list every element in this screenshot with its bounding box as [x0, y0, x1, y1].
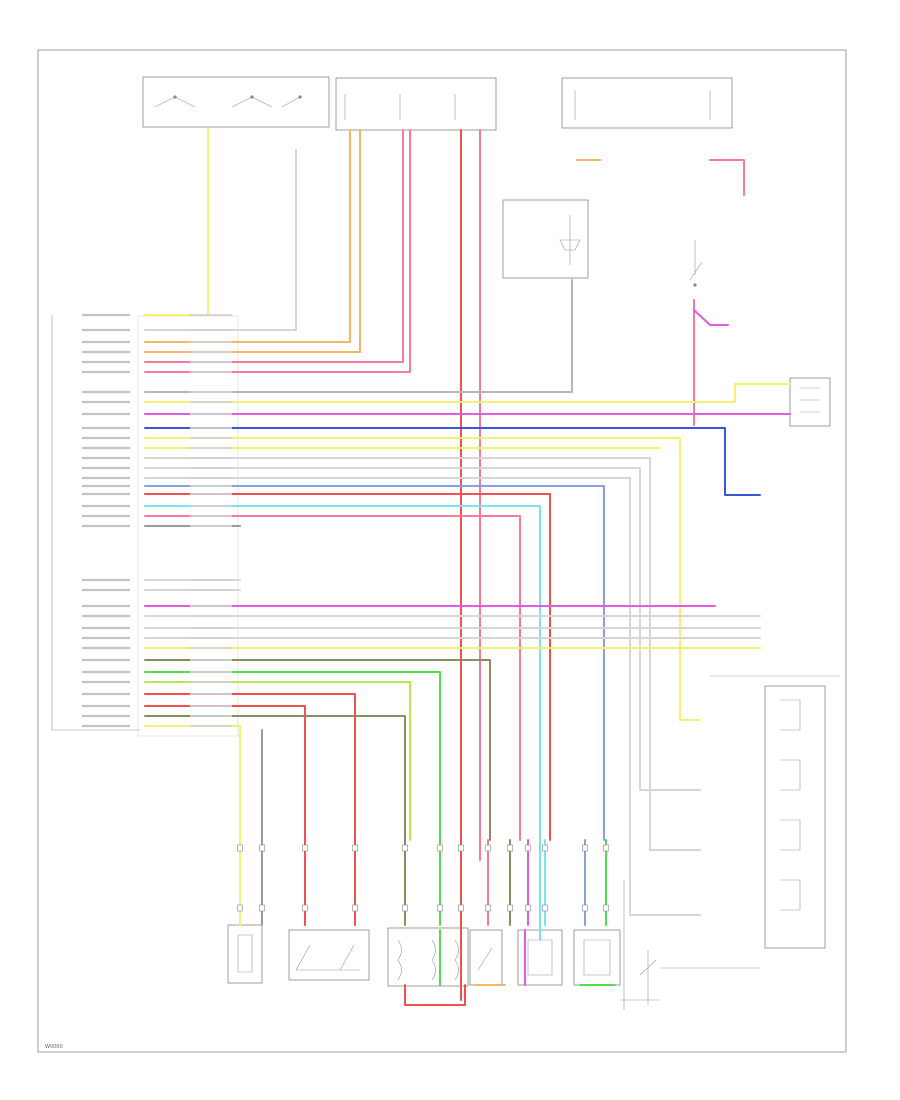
bottom-component-sensor-left: [227, 924, 263, 984]
right-connector-top: [789, 377, 831, 427]
wire-orange-2: [144, 129, 361, 353]
connector-pin: [402, 844, 408, 852]
connector-pin: [507, 904, 513, 912]
bottom-right-switch: [620, 950, 760, 1005]
pin-label-rail: [82, 313, 232, 728]
wire-magenta-branch: [693, 309, 729, 326]
connector-pin: [485, 844, 491, 852]
connector-pin: [259, 844, 265, 852]
connector-pin: [582, 904, 588, 912]
connector-pin: [402, 904, 408, 912]
wire-pink-2: [144, 129, 411, 373]
wire-yellow-row-2: [144, 437, 701, 721]
connector-pin: [458, 844, 464, 852]
figure-code: W0000: [45, 1044, 63, 1050]
connector-pin: [542, 844, 548, 852]
connector-pin: [437, 904, 443, 912]
bottom-component-pressure-switch: [469, 929, 503, 986]
wire-olive-low-2: [144, 715, 406, 841]
wire-lightblue-row: [144, 485, 605, 841]
wire-yellow-low-2: [144, 725, 241, 841]
connector-pin: [352, 844, 358, 852]
wire-yellow-feed: [144, 127, 209, 316]
connector-pin: [582, 844, 588, 852]
transmission-connector-block: [710, 675, 840, 949]
wire-pink-row-2: [144, 515, 521, 841]
wire-gray-thin-right: [144, 279, 573, 393]
wire-olive-low: [144, 659, 491, 841]
connector-pin: [437, 844, 443, 852]
wire-blue-row: [144, 427, 761, 496]
connector-pin: [237, 844, 243, 852]
connector-pin: [302, 844, 308, 852]
diagram-frame: [37, 49, 847, 1053]
connector-pin: [525, 844, 531, 852]
wire-red-loop: [404, 984, 466, 1006]
connector-pin: [485, 904, 491, 912]
top-center-sensor-block: [335, 77, 497, 131]
connector-pin: [603, 904, 609, 912]
wire-gray-feed: [144, 149, 297, 331]
connector-pin: [302, 904, 308, 912]
wire-pink-right: [709, 159, 745, 196]
relay-switch: [689, 240, 703, 287]
wire-red-row: [144, 493, 551, 841]
connector-pin: [458, 904, 464, 912]
connector-pin: [542, 904, 548, 912]
wire-orange-1: [144, 129, 351, 343]
bottom-component-switch-assembly: [288, 929, 370, 981]
wire-pink-1: [144, 129, 404, 363]
wire-green-row-2: [144, 681, 411, 841]
wire-cyan-row: [144, 505, 541, 941]
connector-pin: [259, 904, 265, 912]
bottom-component-solenoids: [387, 927, 469, 987]
connector-pin: [525, 904, 531, 912]
wire-gray-row-1: [144, 457, 701, 851]
top-right-sensor-block: [561, 77, 733, 129]
wire-gray-row-3: [144, 477, 701, 916]
connector-pin: [352, 904, 358, 912]
wire-green-row: [144, 671, 441, 841]
connector-pin: [237, 904, 243, 912]
wire-harness: [144, 127, 791, 1006]
connector-pin: [603, 844, 609, 852]
top-left-switch-block: [142, 76, 330, 128]
connector-pins: [237, 844, 609, 912]
inline-component-block: [502, 199, 589, 279]
wire-yellow-row: [144, 383, 791, 403]
connector-pin: [507, 844, 513, 852]
bottom-component-sensor-right: [573, 880, 625, 1010]
